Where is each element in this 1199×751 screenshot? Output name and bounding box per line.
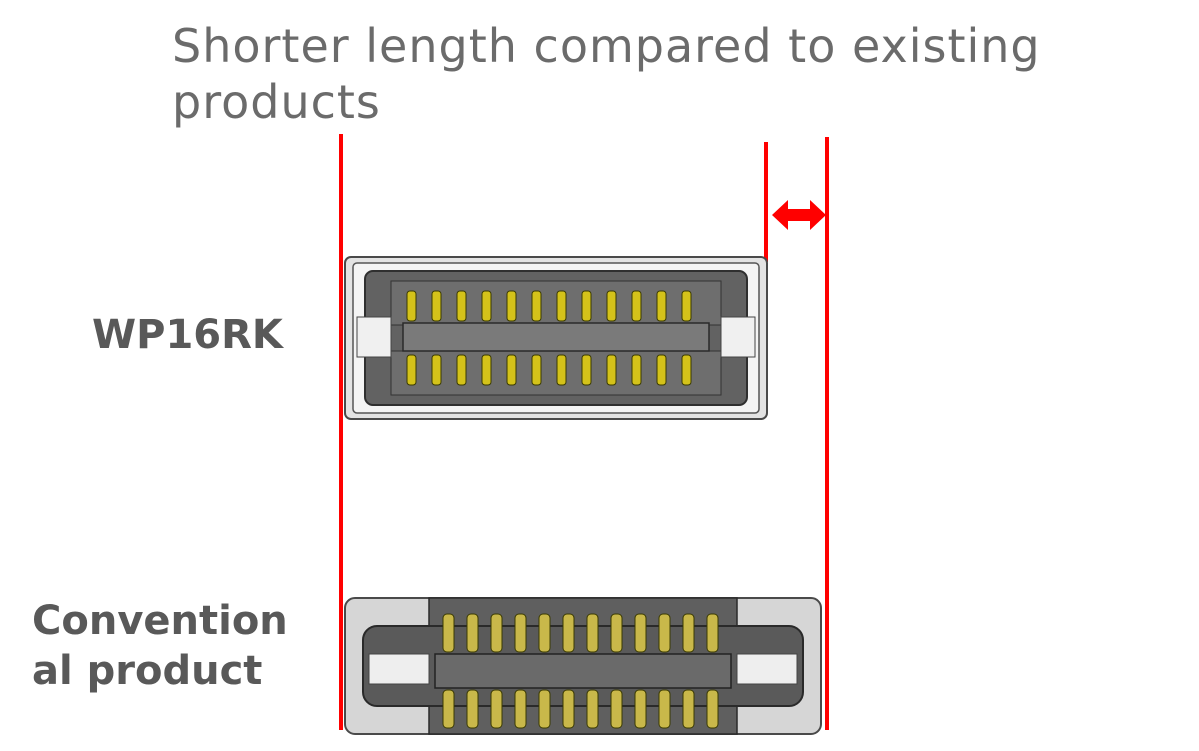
left-reference-line <box>339 134 343 730</box>
wp16rk-end-line <box>764 142 768 262</box>
wp16rk-label: WP16RK <box>92 312 283 358</box>
double-arrow-icon <box>772 200 826 230</box>
conventional-connector-image <box>344 597 822 735</box>
page-title: Shorter length compared to existing prod… <box>172 19 1041 129</box>
wp16rk-connector-image <box>344 256 768 420</box>
conventional-product-label: Convention al product <box>32 598 288 694</box>
conventional-end-line <box>825 137 829 730</box>
